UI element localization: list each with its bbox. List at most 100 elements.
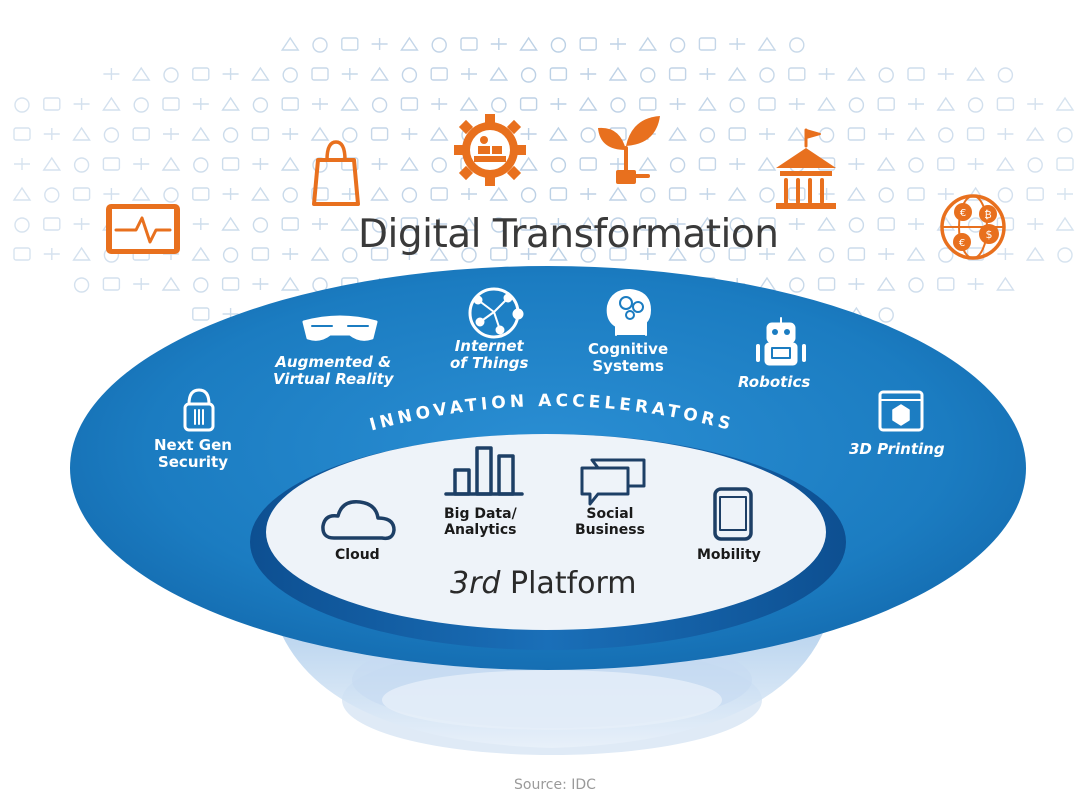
background-icon	[758, 97, 776, 111]
background-icon	[311, 187, 329, 201]
background-icon	[997, 67, 1014, 83]
background-icon	[162, 97, 180, 111]
background-icon	[878, 67, 894, 83]
background-icon	[640, 187, 656, 203]
background-icon	[14, 158, 30, 170]
background-icon	[639, 217, 657, 231]
background-icon	[370, 186, 389, 201]
background-icon	[937, 157, 955, 171]
background-icon	[758, 217, 776, 231]
background-icon	[282, 67, 298, 83]
background-icon	[431, 98, 448, 110]
accelerator-next-gen-security: Next Gen Security	[154, 437, 232, 471]
background-icon	[639, 248, 656, 260]
background-icon	[1026, 187, 1044, 201]
background-icon	[43, 128, 60, 140]
background-icon	[490, 38, 507, 50]
background-icon	[818, 68, 835, 80]
background-icon	[193, 277, 209, 293]
background-icon	[251, 66, 270, 81]
background-icon	[520, 67, 537, 83]
background-icon	[103, 68, 120, 80]
background-icon	[251, 247, 270, 261]
background-icon	[103, 127, 120, 143]
background-icon	[1025, 246, 1045, 261]
background-icon	[699, 68, 716, 80]
background-icon	[580, 127, 596, 143]
background-icon	[848, 278, 865, 290]
background-icon	[1027, 218, 1044, 230]
background-icon	[163, 67, 179, 83]
background-icon	[997, 248, 1014, 260]
background-icon	[698, 157, 717, 171]
background-icon	[550, 218, 567, 230]
background-icon	[280, 276, 300, 291]
svg-text:€: €	[959, 238, 965, 249]
background-icon	[252, 217, 269, 233]
background-icon	[14, 97, 30, 113]
background-icon	[578, 96, 598, 111]
background-icon	[133, 158, 150, 170]
background-icon	[848, 97, 865, 113]
background-icon	[608, 66, 628, 81]
background-icon	[848, 217, 865, 233]
background-icon	[102, 157, 121, 171]
background-icon	[72, 187, 91, 201]
background-icon	[520, 187, 537, 203]
background-icon	[610, 158, 626, 170]
background-icon	[400, 36, 419, 51]
background-icon	[906, 246, 926, 261]
background-icon	[698, 37, 717, 51]
accelerator-3d-printing: 3D Printing	[849, 441, 945, 458]
background-icon	[847, 127, 866, 141]
background-icon	[936, 96, 956, 111]
background-icon	[729, 97, 745, 113]
background-icon	[668, 246, 687, 261]
background-icon	[370, 247, 389, 261]
background-icon	[996, 276, 1015, 291]
background-icon	[550, 157, 567, 173]
background-icon	[550, 98, 567, 110]
background-icon	[370, 66, 389, 81]
background-icon	[312, 37, 328, 53]
background-icon	[580, 247, 596, 263]
background-icon	[938, 247, 954, 263]
background-icon	[610, 97, 626, 113]
background-icon	[877, 217, 895, 231]
background-icon	[461, 68, 477, 80]
background-icon	[787, 246, 807, 261]
background-icon	[251, 127, 270, 141]
background-icon	[342, 247, 358, 263]
background-icon	[847, 247, 866, 261]
background-icon	[491, 217, 507, 233]
background-icon	[461, 188, 477, 200]
background-icon	[42, 156, 62, 171]
background-icon	[847, 66, 866, 81]
platform-label: Social Business	[575, 506, 645, 538]
background-icon	[222, 188, 239, 200]
background-icon	[371, 38, 388, 50]
background-icon	[222, 68, 239, 80]
background-icon	[699, 127, 716, 143]
background-icon	[669, 98, 686, 110]
background-icon	[221, 157, 240, 171]
background-icon	[73, 98, 90, 110]
background-icon	[13, 127, 31, 141]
background-icon	[132, 127, 150, 141]
accelerator-internet-of-things: Internet of Things	[450, 338, 528, 372]
background-icon	[371, 217, 388, 233]
background-icon	[967, 278, 984, 290]
background-icon	[789, 277, 805, 293]
background-icon	[967, 97, 984, 113]
background-icon	[310, 246, 330, 261]
background-icon	[221, 96, 240, 111]
background-icon	[728, 247, 746, 261]
background-icon	[1027, 157, 1043, 173]
background-icon	[161, 276, 181, 291]
background-icon	[310, 126, 330, 141]
shopping-bag-icon	[312, 140, 360, 206]
background-icon	[161, 156, 181, 171]
background-icon	[1057, 247, 1073, 263]
background-icon	[638, 36, 658, 51]
background-icon	[847, 186, 866, 201]
